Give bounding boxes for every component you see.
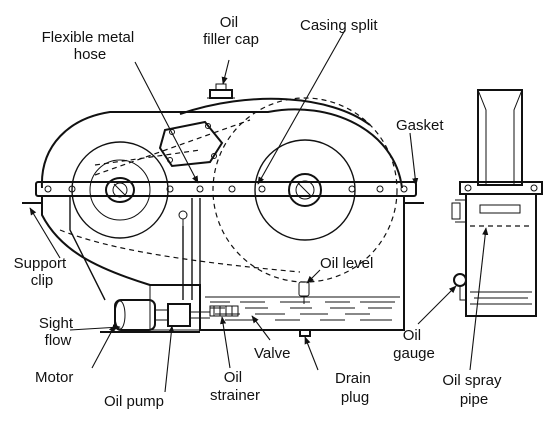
oil-pump-shape — [167, 303, 210, 327]
gearbox-end-view — [451, 89, 543, 317]
flange-bolts — [44, 185, 408, 193]
oil-gauge-shape — [453, 273, 467, 301]
label-sight-flow: Sight flow — [39, 315, 77, 349]
label-oil-spray-pipe: Oil spray pipe — [442, 372, 505, 408]
inspection-cover — [158, 120, 224, 168]
label-support-clip: Support clip — [14, 255, 71, 289]
label-valve: Valve — [254, 345, 290, 362]
oil-pipework — [69, 196, 201, 301]
label-casing-split: Casing split — [300, 17, 378, 34]
oil-sump — [205, 296, 400, 321]
oil-strainer-shape — [209, 305, 239, 317]
label-oil-pump: Oil pump — [104, 393, 164, 410]
label-drain-plug: Drain plug — [335, 370, 375, 406]
label-oil-level: Oil level — [320, 255, 373, 272]
label-gasket: Gasket — [396, 117, 444, 134]
gearbox-casing — [35, 97, 417, 331]
sight-flow-indicator — [178, 210, 188, 226]
motor-shape — [114, 299, 168, 331]
leader-lines — [29, 29, 489, 393]
label-oil-strainer: Oil strainer — [210, 369, 260, 404]
oil-filler-cap-shape — [207, 83, 235, 99]
label-flexible-metal-hose: Flexible metal hose — [42, 29, 139, 63]
label-oil-gauge: Oil gauge — [393, 327, 435, 362]
oil-level-indicator — [298, 281, 310, 304]
label-motor: Motor — [35, 369, 73, 386]
label-oil-filler-cap: Oil filler cap — [203, 14, 259, 48]
pinion-gear — [71, 141, 169, 239]
drain-plug-shape — [299, 329, 311, 337]
